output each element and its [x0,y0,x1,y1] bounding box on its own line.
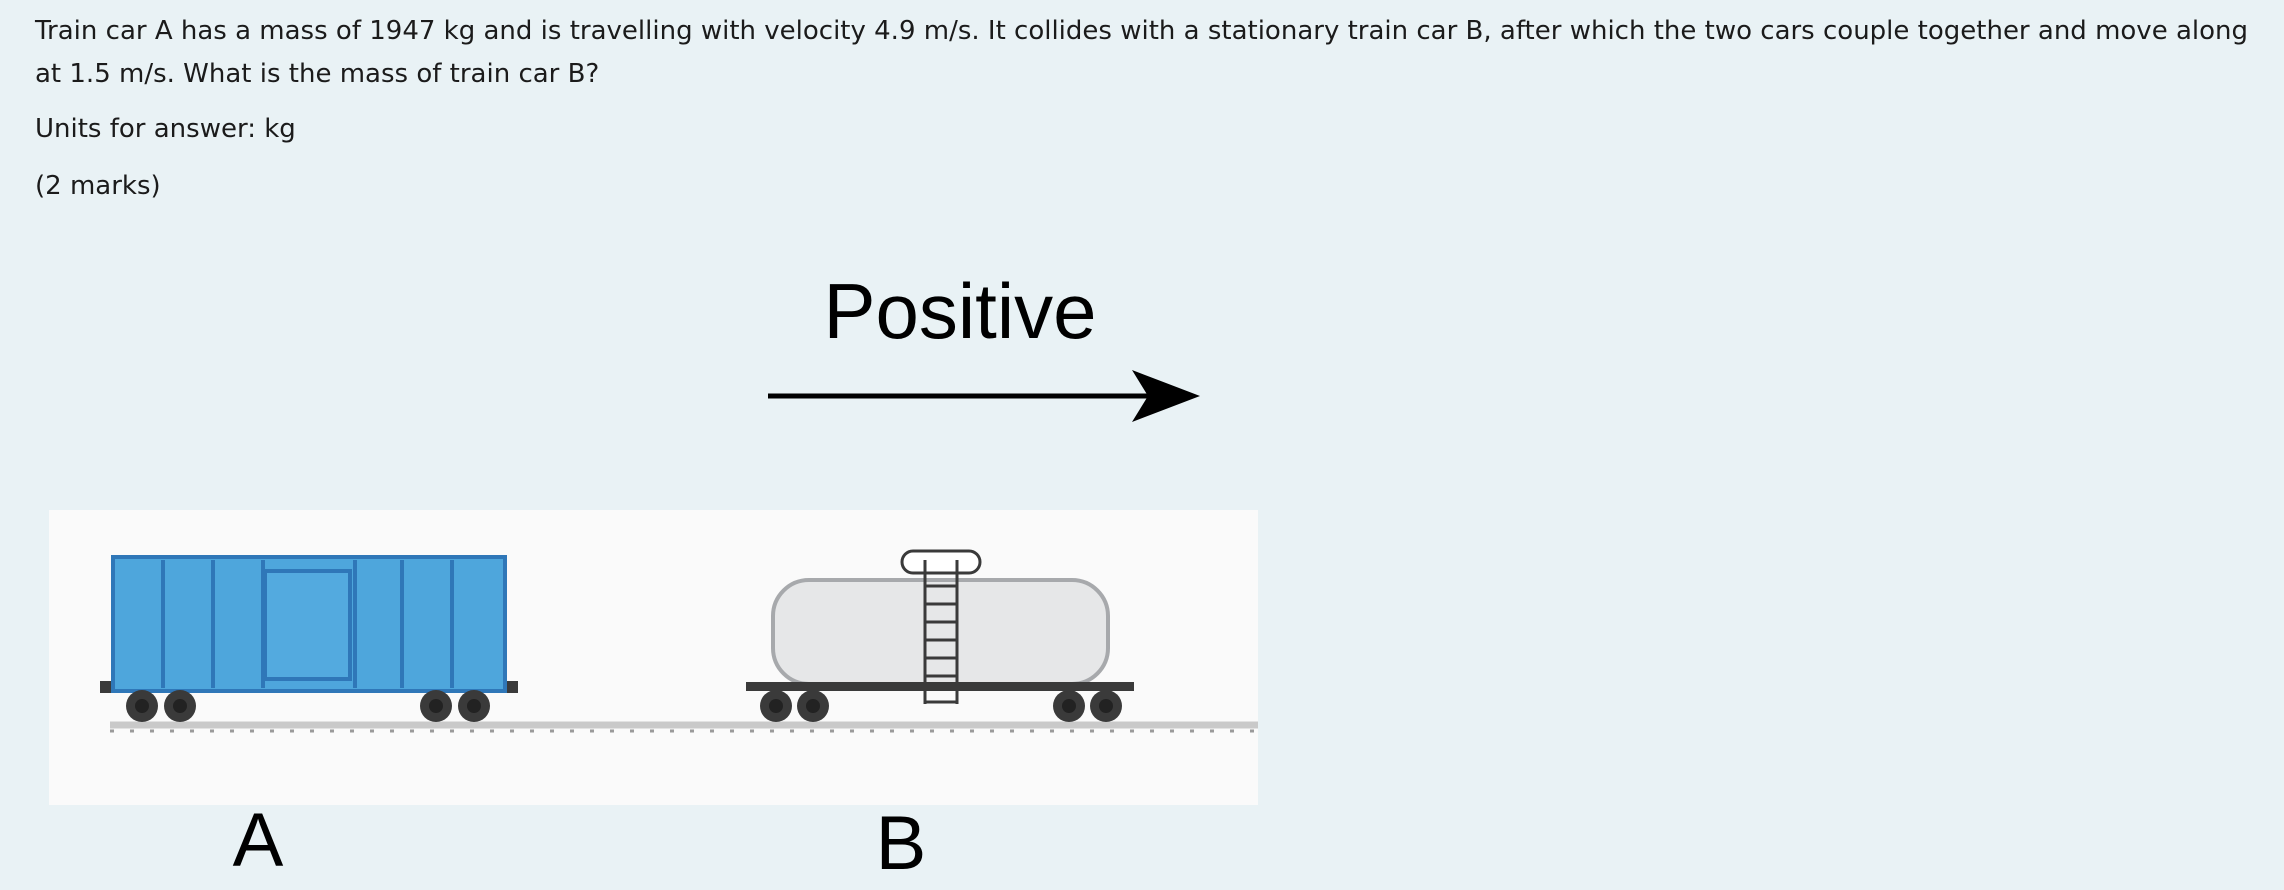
question-marks: (2 marks) [35,171,161,201]
train-car-b [746,549,1134,722]
train-car-a [100,555,518,722]
answer-units: Units for answer: kg [35,114,296,144]
direction-label: Positive [823,267,1096,355]
car-a-label: A [233,798,284,883]
car-b-label: B [876,801,927,886]
positive-direction-arrow [768,370,1200,422]
car-b-ladder [923,560,959,704]
car-a-wheels [126,690,490,722]
car-b-wheels [760,690,1122,722]
railway-track [110,721,1258,733]
question-text: Train car A has a mass of 1947 kg and is… [35,16,2248,89]
